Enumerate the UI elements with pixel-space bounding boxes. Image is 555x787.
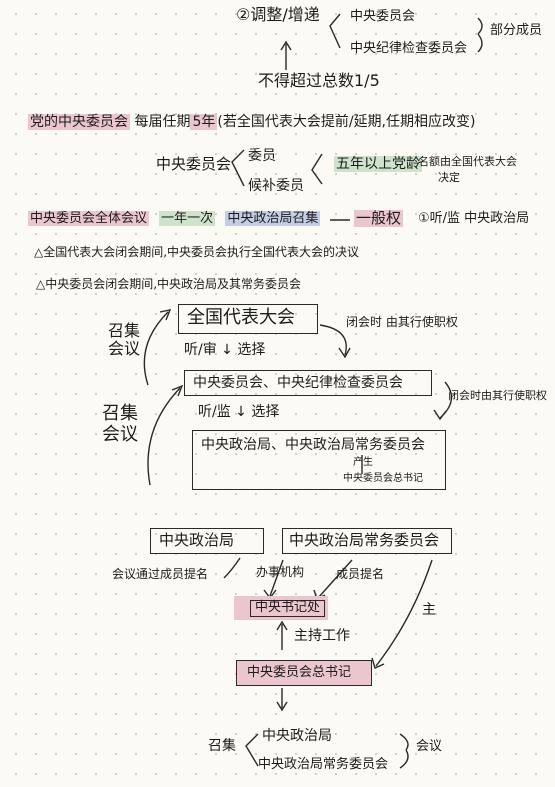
bullet-2: △中央委员会闭会期间,中央政治局及其常务委员会 bbox=[36, 277, 302, 291]
politburo-label: 中央政治局、中央政治局常务委员会 bbox=[201, 437, 425, 453]
convene-politburo: 中央政治局 bbox=[262, 728, 332, 744]
gen-sec-box: 中央委员会总书记 bbox=[236, 660, 372, 686]
plenary-label: 中央委员会全体会议 bbox=[28, 211, 150, 226]
listen-elect-1: 听/审 ↓ 选择 bbox=[184, 342, 266, 358]
plenary-authority: 一般权 bbox=[354, 209, 404, 228]
adjust-note: ②调整/增递 bbox=[236, 5, 320, 24]
preside-label: 主持工作 bbox=[294, 628, 350, 644]
plenary-convener: 中央政治局召集 bbox=[225, 211, 321, 226]
recess-2: 闭会时由其行使职权 bbox=[448, 389, 547, 402]
convene-label: 召集 bbox=[208, 738, 236, 754]
member-nominee: 成员提名 bbox=[336, 567, 385, 581]
gen-sec-label: 中央委员会总书记 bbox=[247, 665, 352, 680]
plenary-frequency: 一年一次 bbox=[159, 211, 216, 226]
chair-label: 主 bbox=[422, 602, 436, 618]
convene-2: 召集会议 bbox=[102, 403, 138, 445]
convene-1: 召集会议 bbox=[107, 321, 140, 359]
plenary-line: 中央委员会全体会议 一年一次 中央政治局召集 bbox=[28, 211, 321, 227]
bottom-standing-box: 中央政治局常务委员会 bbox=[282, 528, 452, 554]
produce-label: 产生 bbox=[353, 457, 373, 468]
bullet-1: △全国代表大会闭会期间,中央委员会执行全国代表大会的决议 bbox=[34, 245, 360, 259]
office-label: 办事机构 bbox=[256, 565, 305, 579]
bottom-politburo-label: 中央政治局 bbox=[159, 531, 235, 549]
membership-decide-2: 决定 bbox=[438, 171, 460, 184]
secretariat-box: 中央书记处 bbox=[234, 596, 328, 620]
membership-central: 中央委员会 bbox=[156, 155, 232, 173]
bottom-politburo-box: 中央政治局 bbox=[150, 528, 264, 554]
plenary-powers: ①听/监 中央政治局 bbox=[418, 211, 530, 226]
membership-alternate: 候补委员 bbox=[248, 178, 304, 194]
membership-condition: 五年以上党龄 bbox=[334, 156, 422, 173]
recess-1: 闭会时 由其行使职权 bbox=[346, 315, 458, 329]
discipline-commission-label: 中央纪律检查委员会 bbox=[350, 41, 468, 56]
committees-box: 中央委员会、中央纪律检查委员会 bbox=[184, 370, 432, 396]
congress-box: 全国代表大会 bbox=[178, 304, 318, 334]
membership-member: 委员 bbox=[248, 148, 276, 164]
secretariat-label: 中央书记处 bbox=[250, 600, 326, 617]
meeting-nominee: 会议通过成员提名 bbox=[112, 567, 209, 581]
listen-elect-2: 听/监 ↓ 选择 bbox=[198, 404, 280, 420]
congress-label: 全国代表大会 bbox=[187, 307, 295, 328]
term-text: 每届任期 bbox=[134, 114, 191, 130]
partial-members-label: 部分成员 bbox=[490, 23, 543, 38]
term-years: 5年 bbox=[190, 114, 218, 130]
term-subject: 党的中央委员会 bbox=[28, 114, 130, 130]
term-rest: (若全国代表大会提前/延期,任期相应改变) bbox=[217, 114, 476, 130]
politburo-box: 中央政治局、中央政治局常务委员会 产生 中央委员会总书记 bbox=[192, 430, 446, 490]
gen-sec-structure: 中央委员会总书记 bbox=[343, 473, 423, 484]
committees-label: 中央委员会、中央纪律检查委员会 bbox=[193, 375, 403, 391]
central-committee-label: 中央委员会 bbox=[350, 9, 416, 24]
convene-standing: 中央政治局常务委员会 bbox=[258, 757, 389, 772]
membership-decide-1: 名额由全国代表大会 bbox=[418, 155, 517, 168]
limit-note: 不得超过总数1/5 bbox=[258, 71, 380, 90]
meeting-label: 会议 bbox=[416, 739, 443, 754]
bottom-standing-label: 中央政治局常务委员会 bbox=[289, 531, 440, 549]
